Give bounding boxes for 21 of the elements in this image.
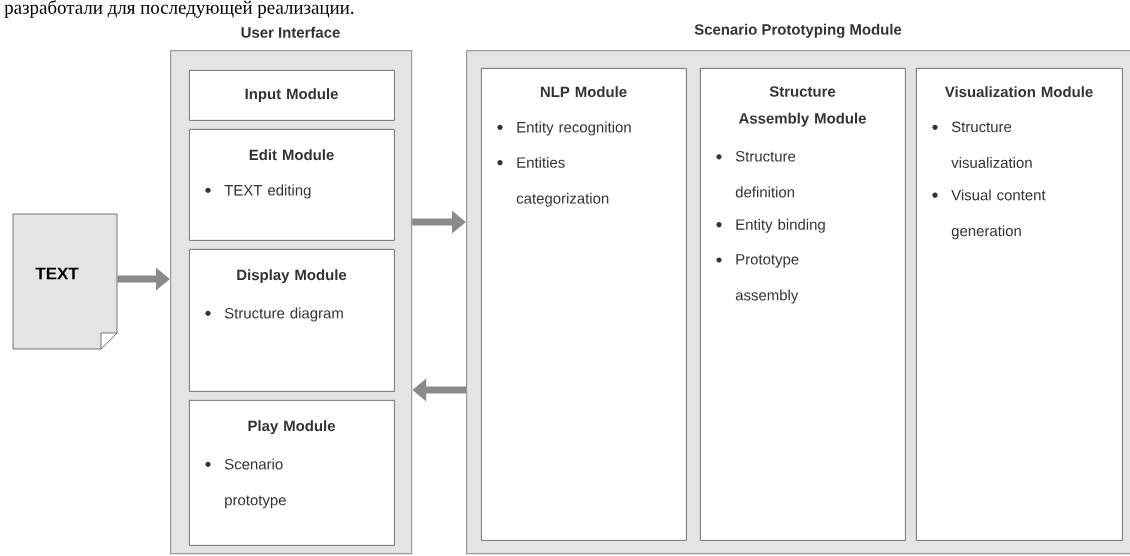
- module-heading: Edit Module: [249, 149, 334, 161]
- list-item: Structure definition: [735, 151, 796, 198]
- list-item: Visual content generation: [951, 189, 1046, 240]
- module-heading: NLP Module: [540, 86, 627, 98]
- panel-title: User Interface: [241, 26, 340, 38]
- module-heading: Display Module: [237, 269, 347, 284]
- list-item: Structure visualization: [951, 121, 1032, 168]
- panel-title: Scenario Prototyping Module: [694, 23, 902, 38]
- module-heading: Play Module: [248, 420, 335, 435]
- list-item: Scenario prototype: [224, 458, 286, 509]
- module-heading: Input Module: [245, 88, 338, 103]
- list-item: Entity binding: [736, 218, 825, 233]
- list-item: TEXT editing: [224, 184, 311, 199]
- list-item: Entity recognition: [517, 121, 631, 136]
- page-text: разработали для последующей реализации.: [4, 0, 354, 18]
- module-heading: Structure Assembly Module: [738, 86, 866, 127]
- module-heading: Visualization Module: [944, 86, 1093, 98]
- list-item: Prototype assembly: [735, 254, 799, 304]
- list-item: Entities categorization: [516, 156, 609, 207]
- list-item: Structure diagram: [224, 307, 343, 322]
- document-label: TEXT: [35, 267, 79, 280]
